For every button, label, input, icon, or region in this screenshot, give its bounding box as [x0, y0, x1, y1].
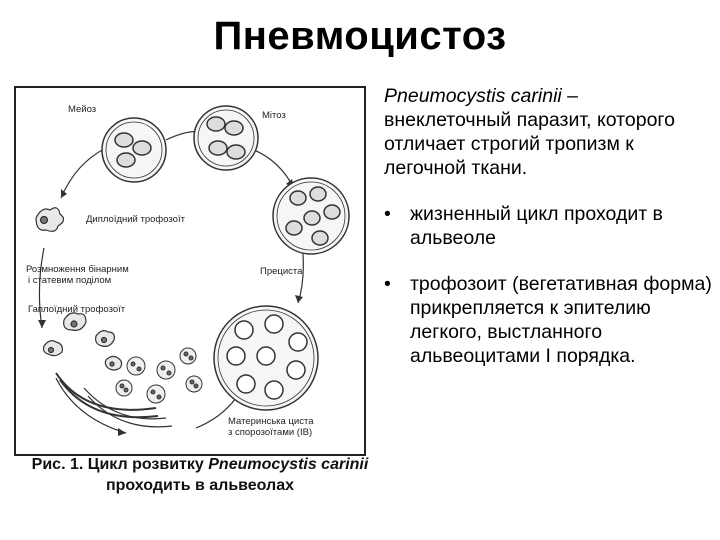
caption-prefix: Рис. 1. Цикл розвитку: [31, 456, 209, 473]
life-cycle-diagram: [35, 105, 350, 436]
haploid-trophozoites: [42, 312, 123, 371]
cycle-arrow-arc: [195, 397, 237, 429]
cycle-arrow-arc: [55, 377, 127, 434]
alveolar-wall: [55, 372, 173, 428]
bullet-item: • жизненный цикл проходит в альвеоле: [384, 202, 714, 250]
figure-caption: Рис. 1. Цикл розвитку Pneumocystis carin…: [30, 454, 370, 496]
cycle-arrow-arc: [38, 247, 45, 329]
bullet-text: трофозоит (вегетативная форма) прикрепля…: [410, 273, 712, 367]
small-cysts: [115, 347, 203, 404]
species-name: Pneumocystis carinii: [384, 85, 562, 107]
mitosis-cyst: [193, 105, 259, 171]
life-cycle-figure: Мейоз Мітоз Диплоїдний трофозоїт Розмнож…: [14, 86, 366, 456]
bullet-item: • трофозоит (вегетативная форма) прикреп…: [384, 272, 714, 368]
cycle-arrow-arc: [60, 147, 107, 199]
cycle-arrow-arc: [248, 147, 295, 189]
label-meiosis: Мейоз: [68, 104, 97, 115]
label-diploid-trophozoite: Диплоїдний трофозоїт: [86, 214, 185, 225]
precyst: [272, 177, 350, 255]
mother-cyst: [213, 305, 319, 411]
label-mitosis: Мітоз: [262, 110, 286, 121]
caption-species: Pneumocystis carinii: [208, 456, 369, 473]
page-title: Пневмоцистоз: [213, 14, 507, 58]
diploid-trophozoite: [35, 207, 65, 232]
label-precyst: Прециста: [260, 266, 303, 277]
label-reproduction-line1: Розмноження бінарним: [26, 264, 129, 275]
meiosis-cyst: [101, 117, 167, 183]
label-mother-cyst-line2: з спорозоїтами (IB): [228, 427, 313, 438]
intro-text: внеклеточный паразит, которого отличает …: [384, 109, 675, 179]
arrowhead: [61, 189, 67, 198]
bullet-text: жизненный цикл проходит в альвеоле: [410, 203, 663, 249]
species-dash: –: [561, 85, 578, 107]
label-haploid-trophozoite: Гаплоїдний трофозоїт: [28, 304, 126, 315]
caption-line2: проходить в альвеолах: [105, 477, 295, 494]
bullet-dot: •: [384, 273, 391, 295]
arrowhead: [38, 320, 46, 328]
arrowhead: [118, 428, 126, 436]
label-reproduction-line2: і статевим поділом: [28, 275, 112, 286]
label-mother-cyst-line1: Материнська циста: [228, 416, 314, 427]
description-text: Pneumocystis carinii – внеклеточный пара…: [384, 84, 714, 368]
arrowhead: [295, 295, 303, 303]
bullet-dot: •: [384, 203, 391, 225]
